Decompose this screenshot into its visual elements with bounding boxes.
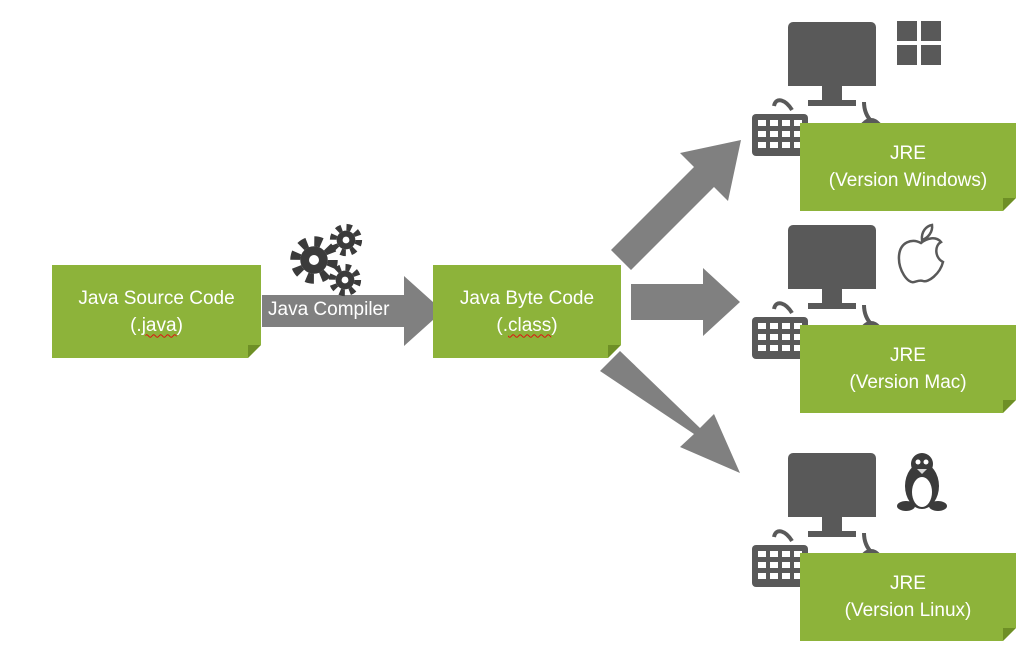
source-code-extension: (.java) [130, 314, 183, 336]
apple-icon [897, 223, 945, 284]
jre-linux-title: JRE [890, 573, 926, 594]
jre-windows-version: (Version Windows) [828, 170, 988, 191]
jre-mac-version: (Version Mac) [849, 372, 967, 393]
jre-linux-version: (Version Linux) [844, 600, 972, 621]
compiler-label: Java Compiler [268, 299, 390, 320]
jre-windows-box: JRE (Version Windows) [800, 123, 1016, 211]
jre-linux-box: JRE (Version Linux) [800, 553, 1016, 641]
windows-icon [897, 21, 941, 65]
source-code-box: Java Source Code (.java) [52, 265, 261, 358]
byte-code-extension: (.class) [496, 314, 558, 336]
source-code-title: Java Source Code [78, 287, 235, 309]
arrow-to-mac [631, 268, 740, 336]
byte-code-box: Java Byte Code (.class) [433, 265, 621, 358]
jre-windows-title: JRE [890, 143, 926, 164]
arrow-to-linux [600, 351, 740, 473]
arrow-to-windows [611, 140, 741, 270]
jre-mac-title: JRE [890, 345, 926, 366]
compile-arrow [262, 276, 443, 346]
linux-icon [897, 453, 947, 511]
byte-code-title: Java Byte Code [459, 287, 595, 309]
jre-mac-box: JRE (Version Mac) [800, 325, 1016, 413]
gears-icon [295, 227, 359, 293]
